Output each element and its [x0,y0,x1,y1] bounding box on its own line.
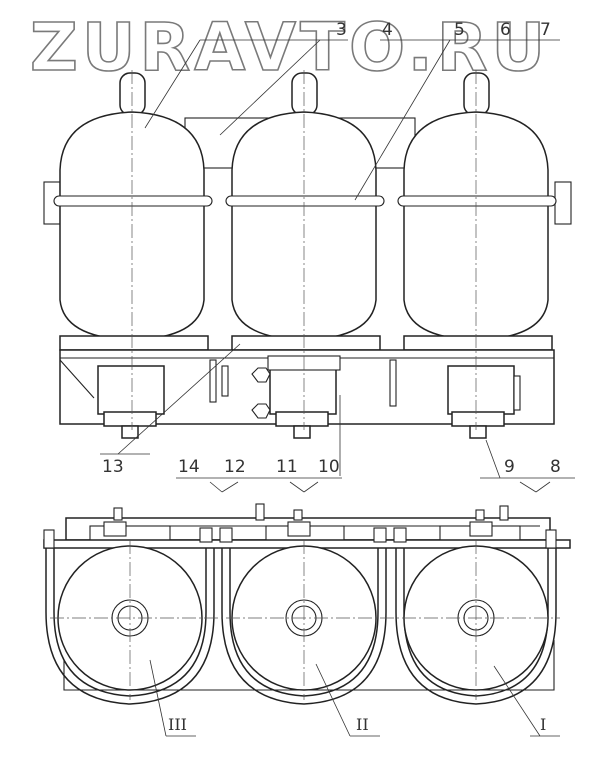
label-I: I [540,715,546,734]
leader-II [315,663,351,737]
callout-10: 10 [318,457,340,477]
leader-9 [485,439,501,479]
callout-9: 9 [504,457,515,477]
label-II: II [356,715,369,734]
callout-7: 7 [540,20,551,40]
callout-5: 5 [454,20,465,40]
plan-nut-9 [545,529,557,549]
plan-bolt-5 [499,505,509,521]
leader-8 [519,481,537,493]
valve-body-right [447,365,515,415]
u-bolt-left-outer [45,548,215,705]
u-bolt-middle-outer [221,548,387,705]
bolt-head-lower [251,403,271,419]
leader-11b [303,481,319,493]
leader-14 [209,481,223,493]
fitting-middle [293,425,311,439]
leader-11 [289,481,305,493]
leader-12 [221,481,239,493]
callout-14: 14 [178,457,200,477]
callout-6: 6 [500,20,511,40]
band-strap-right [397,195,557,207]
callout-3: 3 [336,20,347,40]
flange-right [403,335,553,351]
label-III: III [168,715,187,734]
leader-top-5 [354,39,451,201]
spacer-right [389,359,397,407]
plan-nut-8 [469,521,493,537]
leader-I [493,665,541,737]
cylinder-middle-cap [291,72,318,116]
plan-bolt-1 [113,507,123,521]
cylinder-right-cap [463,72,490,116]
u-bolt-right-outer [395,548,557,705]
callout-13: 13 [102,457,124,477]
band-strap-middle [225,195,385,207]
fitting-left [121,425,139,439]
nut-middle [275,411,329,427]
nut-right [451,411,505,427]
band-strap-left [53,195,213,207]
callout-8: 8 [550,457,561,477]
callout-11: 11 [276,457,298,477]
front-view [43,39,575,493]
leader-III [149,659,167,737]
plan-nut-3 [199,527,213,543]
bolt-head-upper [251,367,271,383]
spacer-far-right [513,375,521,411]
flange-middle [231,335,381,351]
right-clamp [554,181,572,225]
spacer-left-inner [221,365,229,397]
valve-body-left [97,365,165,415]
spacer-left [209,359,217,403]
leader-13 [117,343,241,455]
cylinder-left-cap [119,72,146,116]
plan-nut-5 [287,521,311,537]
plan-nut-4 [219,527,233,543]
plate-chamfer [59,359,95,399]
leader-8b [535,481,551,493]
callout-4: 4 [382,20,393,40]
plan-bolt-3 [293,509,303,521]
nut-left [103,411,157,427]
watermark-text: ZURAVTO.RU [30,9,549,86]
flange-left [59,335,209,351]
leader-top-3b [219,39,321,136]
plan-nut-7 [393,527,407,543]
plan-nut-6 [373,527,387,543]
leader-top-3a [144,39,201,129]
plan-bolt-2 [255,503,265,521]
plan-bolt-4 [475,509,485,521]
plan-view [43,503,571,737]
plan-nut-1 [43,529,55,549]
fitting-right [469,425,487,439]
callout-12: 12 [224,457,246,477]
plan-nut-2 [103,521,127,537]
